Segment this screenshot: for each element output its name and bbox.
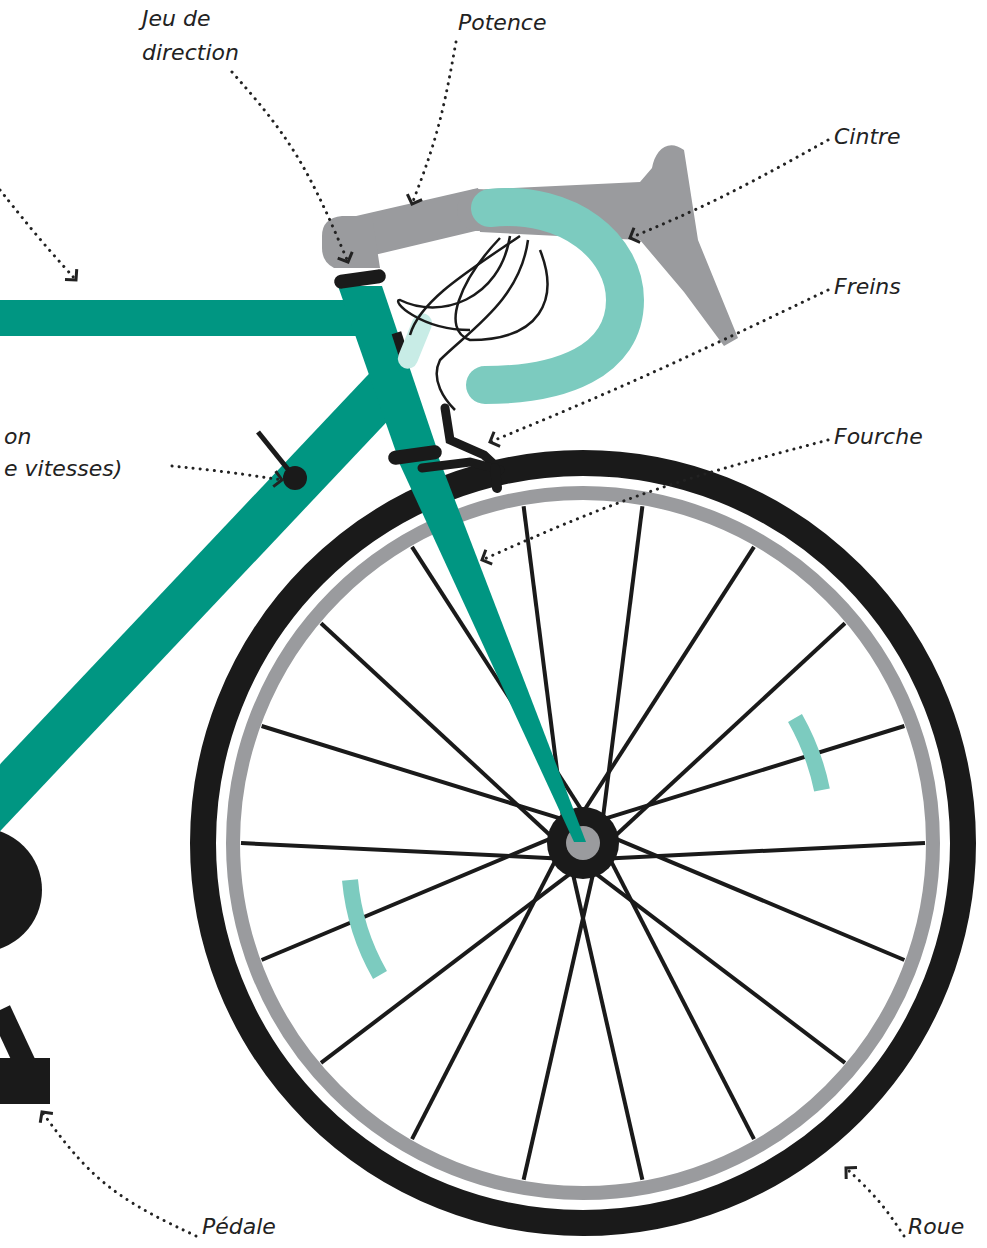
leader-line — [490, 290, 828, 442]
leader-arrowhead — [40, 1112, 53, 1123]
leader-arrowhead — [630, 228, 640, 243]
leader-arrowhead — [338, 252, 353, 262]
part-label: e vitesses) — [4, 450, 122, 487]
leader-line — [232, 72, 348, 262]
spoke — [583, 547, 754, 813]
shift-lever — [258, 432, 307, 490]
leader-arrowhead — [65, 269, 77, 280]
part-label: Jeu de direction — [142, 2, 254, 70]
leader-line — [482, 440, 828, 560]
front-wheel — [203, 463, 963, 1223]
leader-arrowhead — [846, 1168, 857, 1179]
leader-line — [0, 190, 76, 280]
spoke — [524, 871, 594, 1180]
stem-handlebar — [322, 145, 738, 385]
spoke — [609, 858, 754, 1140]
brake-caliper — [422, 408, 500, 488]
part-label: Freins — [834, 268, 901, 305]
leader-arrowhead — [273, 471, 282, 487]
leader-arrowhead — [482, 550, 492, 564]
leader-line — [172, 466, 282, 480]
leader-arrowhead — [407, 194, 422, 204]
leader-line — [630, 140, 828, 238]
leader-arrowhead — [490, 432, 500, 447]
part-label: Fourche — [834, 418, 923, 455]
leader-lines — [0, 42, 904, 1236]
leader-line — [846, 1168, 904, 1236]
spoke — [602, 726, 904, 820]
spoke — [612, 837, 904, 960]
spoke — [241, 843, 557, 858]
crankset — [0, 828, 50, 1104]
leader-line — [412, 42, 456, 204]
leader-line — [42, 1112, 196, 1236]
part-label: Pédale — [202, 1208, 276, 1245]
spoke — [321, 623, 553, 838]
part-label: on — [4, 418, 31, 455]
part-label: Roue — [908, 1208, 964, 1245]
part-label: Potence — [458, 4, 546, 41]
spoke — [321, 871, 573, 1062]
part-label: Cintre — [834, 118, 901, 155]
